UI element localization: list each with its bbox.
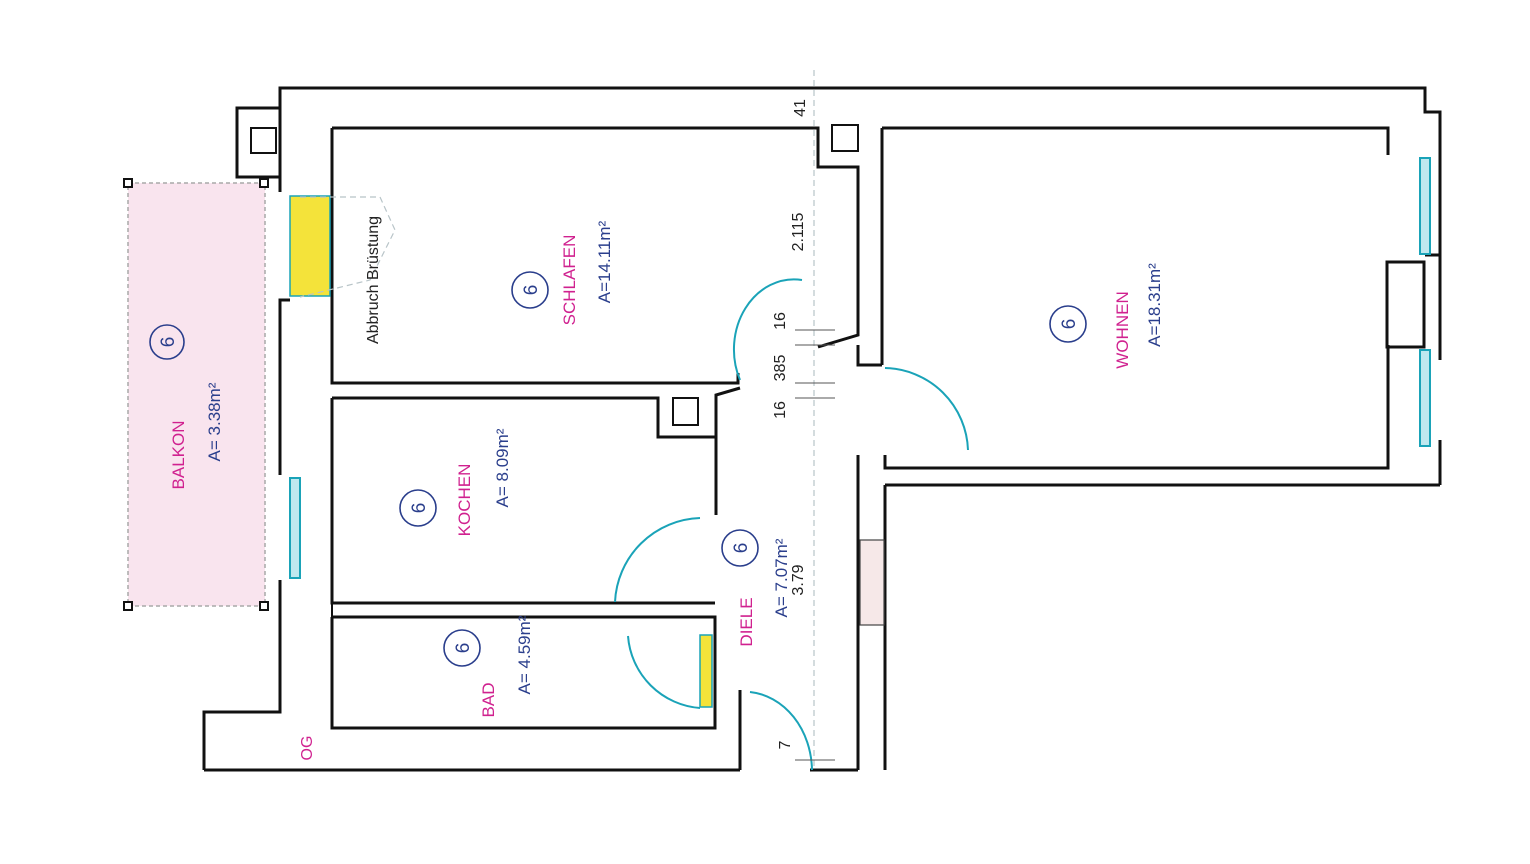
dashed-outline <box>299 196 396 298</box>
room-name-schlafen: SCHLAFEN <box>560 235 579 326</box>
annotations: Abbruch Brüstung 41 2.115 16 385 16 16 3… <box>299 99 809 760</box>
window <box>1419 157 1431 255</box>
balcony-area <box>127 182 266 607</box>
dim-385: 385 <box>772 355 789 382</box>
schlafen-walls <box>330 124 860 385</box>
dim-2115: 2.115 <box>790 212 807 251</box>
room-name-bad: BAD <box>479 683 498 718</box>
room-area-bad: A= 4.59m² <box>515 615 534 694</box>
dimension-ticks <box>795 329 835 761</box>
bad-walls <box>330 603 717 730</box>
room-area-balkon: A= 3.38m² <box>205 382 224 461</box>
shaft-hatch <box>859 539 885 626</box>
dim-379: 3.79 <box>790 564 807 595</box>
dim-41: 41 <box>792 99 809 117</box>
room-name-balkon: BALKON <box>169 421 188 490</box>
abbruch-label: Abbruch Brüstung <box>365 216 382 344</box>
balcony-post <box>123 601 133 611</box>
room-number-schlafen: 6 <box>521 285 542 296</box>
doors <box>614 278 969 771</box>
wall-breakthrough <box>289 195 331 297</box>
window <box>289 477 301 579</box>
room-number-kochen: 6 <box>409 503 430 514</box>
window <box>1419 349 1431 447</box>
room-area-schlafen: A=14.11m² <box>595 220 614 303</box>
room-numbers: 6 6 6 6 6 6 <box>149 271 1087 667</box>
balcony-post <box>123 178 133 188</box>
exterior-walls <box>202 86 1442 770</box>
room-name-diele: DIELE <box>737 597 756 646</box>
room-area-kochen: A= 8.09m² <box>493 428 512 507</box>
room-name-kochen: KOCHEN <box>455 464 474 537</box>
room-number-diele: 6 <box>731 543 752 554</box>
balcony-post <box>259 178 269 188</box>
dim-7: 7 <box>777 740 794 749</box>
balcony-post <box>259 601 269 611</box>
room-areas: A= 3.38m² A=14.11m² A=18.31m² A= 8.09m² … <box>205 220 1164 694</box>
room-number-wohnen: 6 <box>1059 319 1080 330</box>
room-area-wohnen: A=18.31m² <box>1145 263 1164 347</box>
room-name-wohnen: WOHNEN <box>1113 291 1132 368</box>
room-number-bad: 6 <box>453 643 474 654</box>
dim-16-a: 16 <box>772 312 789 330</box>
bad-wall-segment <box>699 634 713 708</box>
wohnen-walls <box>856 126 1390 470</box>
kochen-walls <box>330 386 741 605</box>
room-number-balkon: 6 <box>158 337 179 348</box>
floor-label-og: OG <box>299 736 316 761</box>
room-area-diele: A= 7.07m² <box>772 538 791 617</box>
entrance-walls <box>204 690 858 772</box>
room-names: BALKON SCHLAFEN WOHNEN KOCHEN DIELE BAD <box>169 235 1132 718</box>
dim-16-b: 16 <box>772 401 789 419</box>
